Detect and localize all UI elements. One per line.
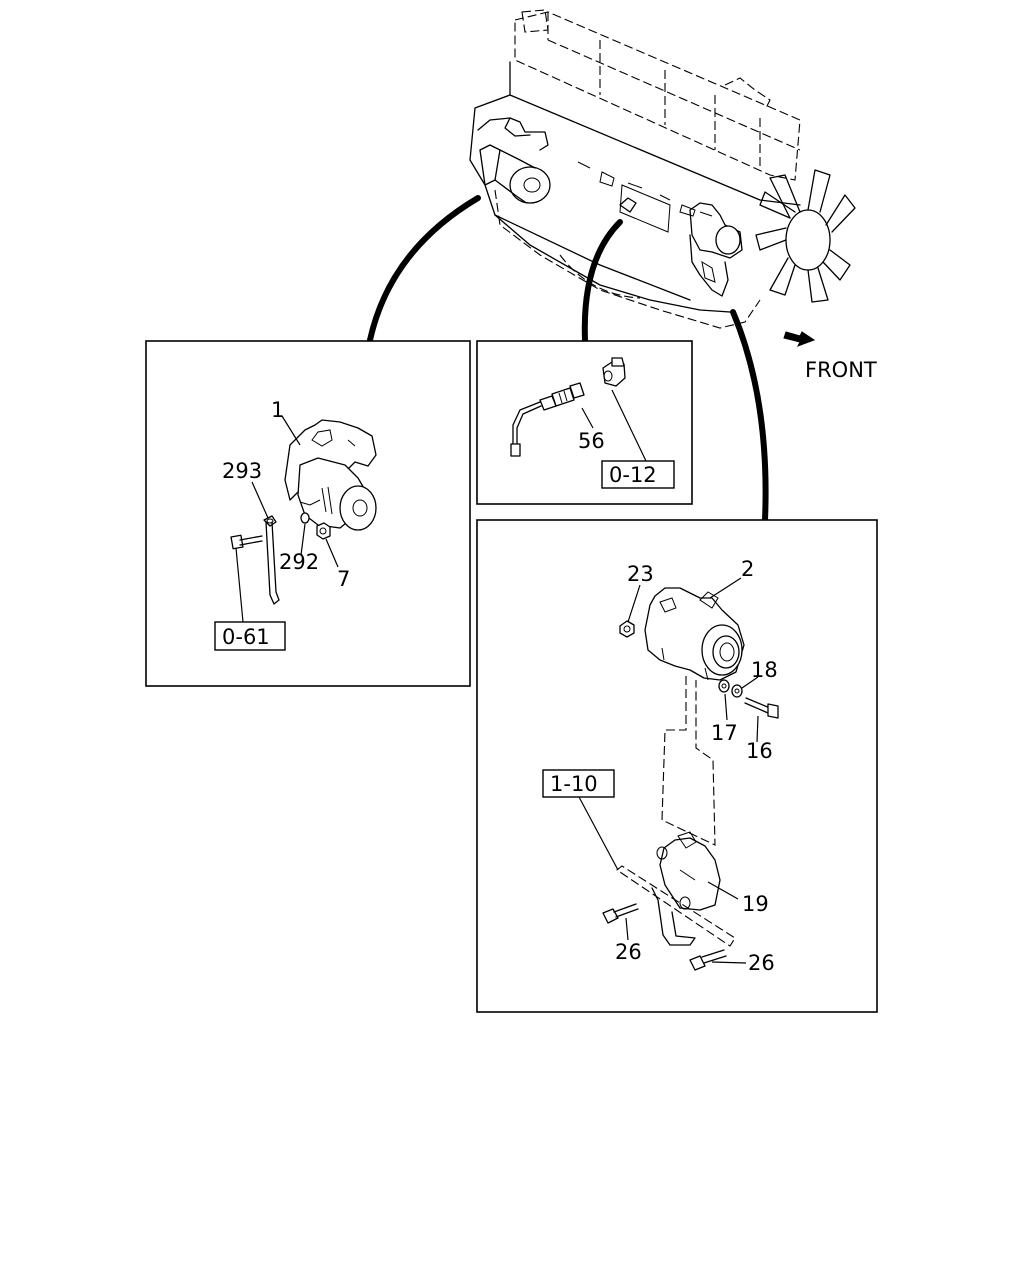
starter-panel: 1 293 292 7 0-61 [145, 340, 471, 687]
part-label: 16 [746, 739, 773, 763]
adapter-fitting-icon [602, 357, 626, 387]
sensor-harness-icon [510, 382, 585, 457]
nut-icon [619, 620, 635, 638]
reference-label: 0-61 [222, 625, 270, 649]
front-label: FRONT [805, 358, 877, 382]
part-label: 56 [578, 429, 605, 453]
sensor-panel: 56 0-12 [476, 340, 693, 505]
part-label: 23 [627, 562, 654, 586]
adjusting-bracket-icon [656, 831, 721, 911]
alternator-icon [644, 587, 745, 681]
front-arrow-icon [783, 331, 816, 347]
reference-label: 0-12 [609, 463, 657, 487]
part-label: 26 [615, 940, 642, 964]
part-label: 292 [279, 550, 319, 574]
reference-box [214, 621, 286, 651]
bolt-icon [744, 697, 779, 719]
starter-motor-icon [284, 419, 377, 531]
part-label: 26 [748, 951, 775, 975]
part-label: 19 [742, 892, 769, 916]
flange-bolt-icon [689, 949, 727, 971]
washer-icon [300, 512, 310, 524]
part-label: 18 [751, 658, 778, 682]
belt-outline-icon [661, 676, 716, 846]
bolt-icon [230, 534, 263, 550]
lower-bracket-icon [616, 865, 736, 947]
strap-bracket-icon [263, 515, 280, 605]
fan-icon [755, 169, 856, 303]
part-label: 2 [741, 557, 754, 581]
reference-label: 1-10 [550, 772, 598, 796]
engine-overview: FRONT [469, 9, 877, 382]
part-label: 293 [222, 459, 262, 483]
part-label: 7 [337, 567, 350, 591]
washer-icon [718, 679, 743, 698]
callout-arcs [367, 195, 769, 523]
part-label: 17 [711, 721, 738, 745]
nut-icon [316, 522, 331, 540]
reference-box [542, 769, 615, 798]
part-label: 1 [271, 398, 284, 422]
flange-bolt-icon [602, 903, 639, 924]
alternator-panel: 23 2 18 17 16 19 26 26 1-10 [476, 519, 878, 1013]
reference-box [601, 460, 675, 489]
